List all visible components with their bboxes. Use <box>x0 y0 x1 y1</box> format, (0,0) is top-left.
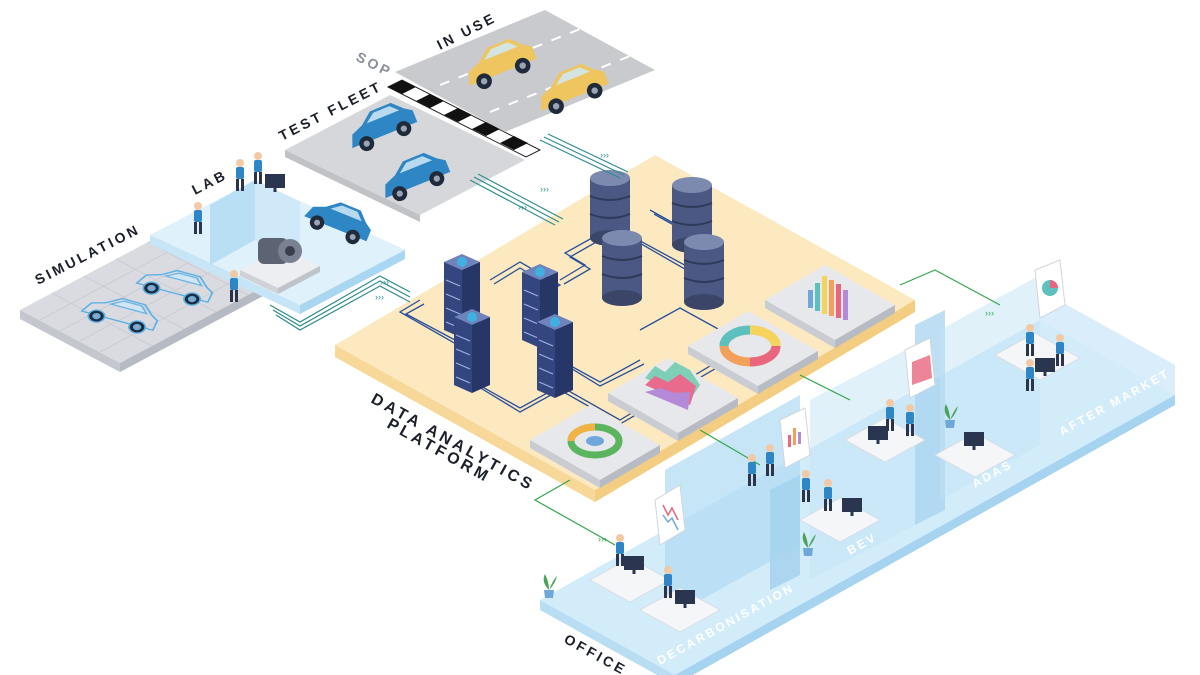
presentation-board <box>1034 259 1066 319</box>
person-icon <box>236 159 244 191</box>
dashboard-tile-bars <box>765 265 895 348</box>
svg-text:›››: ››› <box>598 534 607 544</box>
chevron-right-icon: ››› ››› <box>598 308 994 544</box>
donut-chart-icon <box>567 423 623 459</box>
data-connectors <box>269 133 629 331</box>
electric-motor-icon <box>258 238 302 264</box>
dashboard-tile-donut <box>530 405 660 488</box>
label-lab: LAB <box>189 166 230 197</box>
server-icon <box>536 313 574 399</box>
database-icon <box>601 229 643 307</box>
person-icon <box>254 152 262 184</box>
svg-text:›››: ››› <box>375 292 384 302</box>
lab-area <box>150 152 405 314</box>
svg-text:›››: ››› <box>985 308 994 318</box>
presentation-board <box>904 337 936 399</box>
area-chart-icon <box>645 362 700 410</box>
chevron-right-icon: ››› ››› ››› ››› ››› <box>375 150 609 302</box>
office-building <box>540 275 1175 675</box>
svg-text:›››: ››› <box>600 150 609 160</box>
bar-chart-icon <box>808 276 848 320</box>
svg-text:›››: ››› <box>540 184 549 194</box>
test-fleet-area <box>285 95 525 222</box>
svg-text:›››: ››› <box>518 202 527 212</box>
donut-chart-icon <box>719 325 781 367</box>
server-icon <box>453 308 491 394</box>
presentation-board <box>779 407 811 469</box>
database-icon <box>683 233 725 311</box>
svg-text:›››: ››› <box>380 277 389 287</box>
in-use-area <box>395 10 655 132</box>
sop-finish-line <box>386 79 542 158</box>
presentation-board <box>654 484 686 546</box>
data-analytics-platform <box>335 155 915 502</box>
dashboard-tile-area-chart <box>608 358 738 441</box>
label-sop: SOP <box>354 48 396 80</box>
dashboard-tile-ring <box>688 311 818 394</box>
